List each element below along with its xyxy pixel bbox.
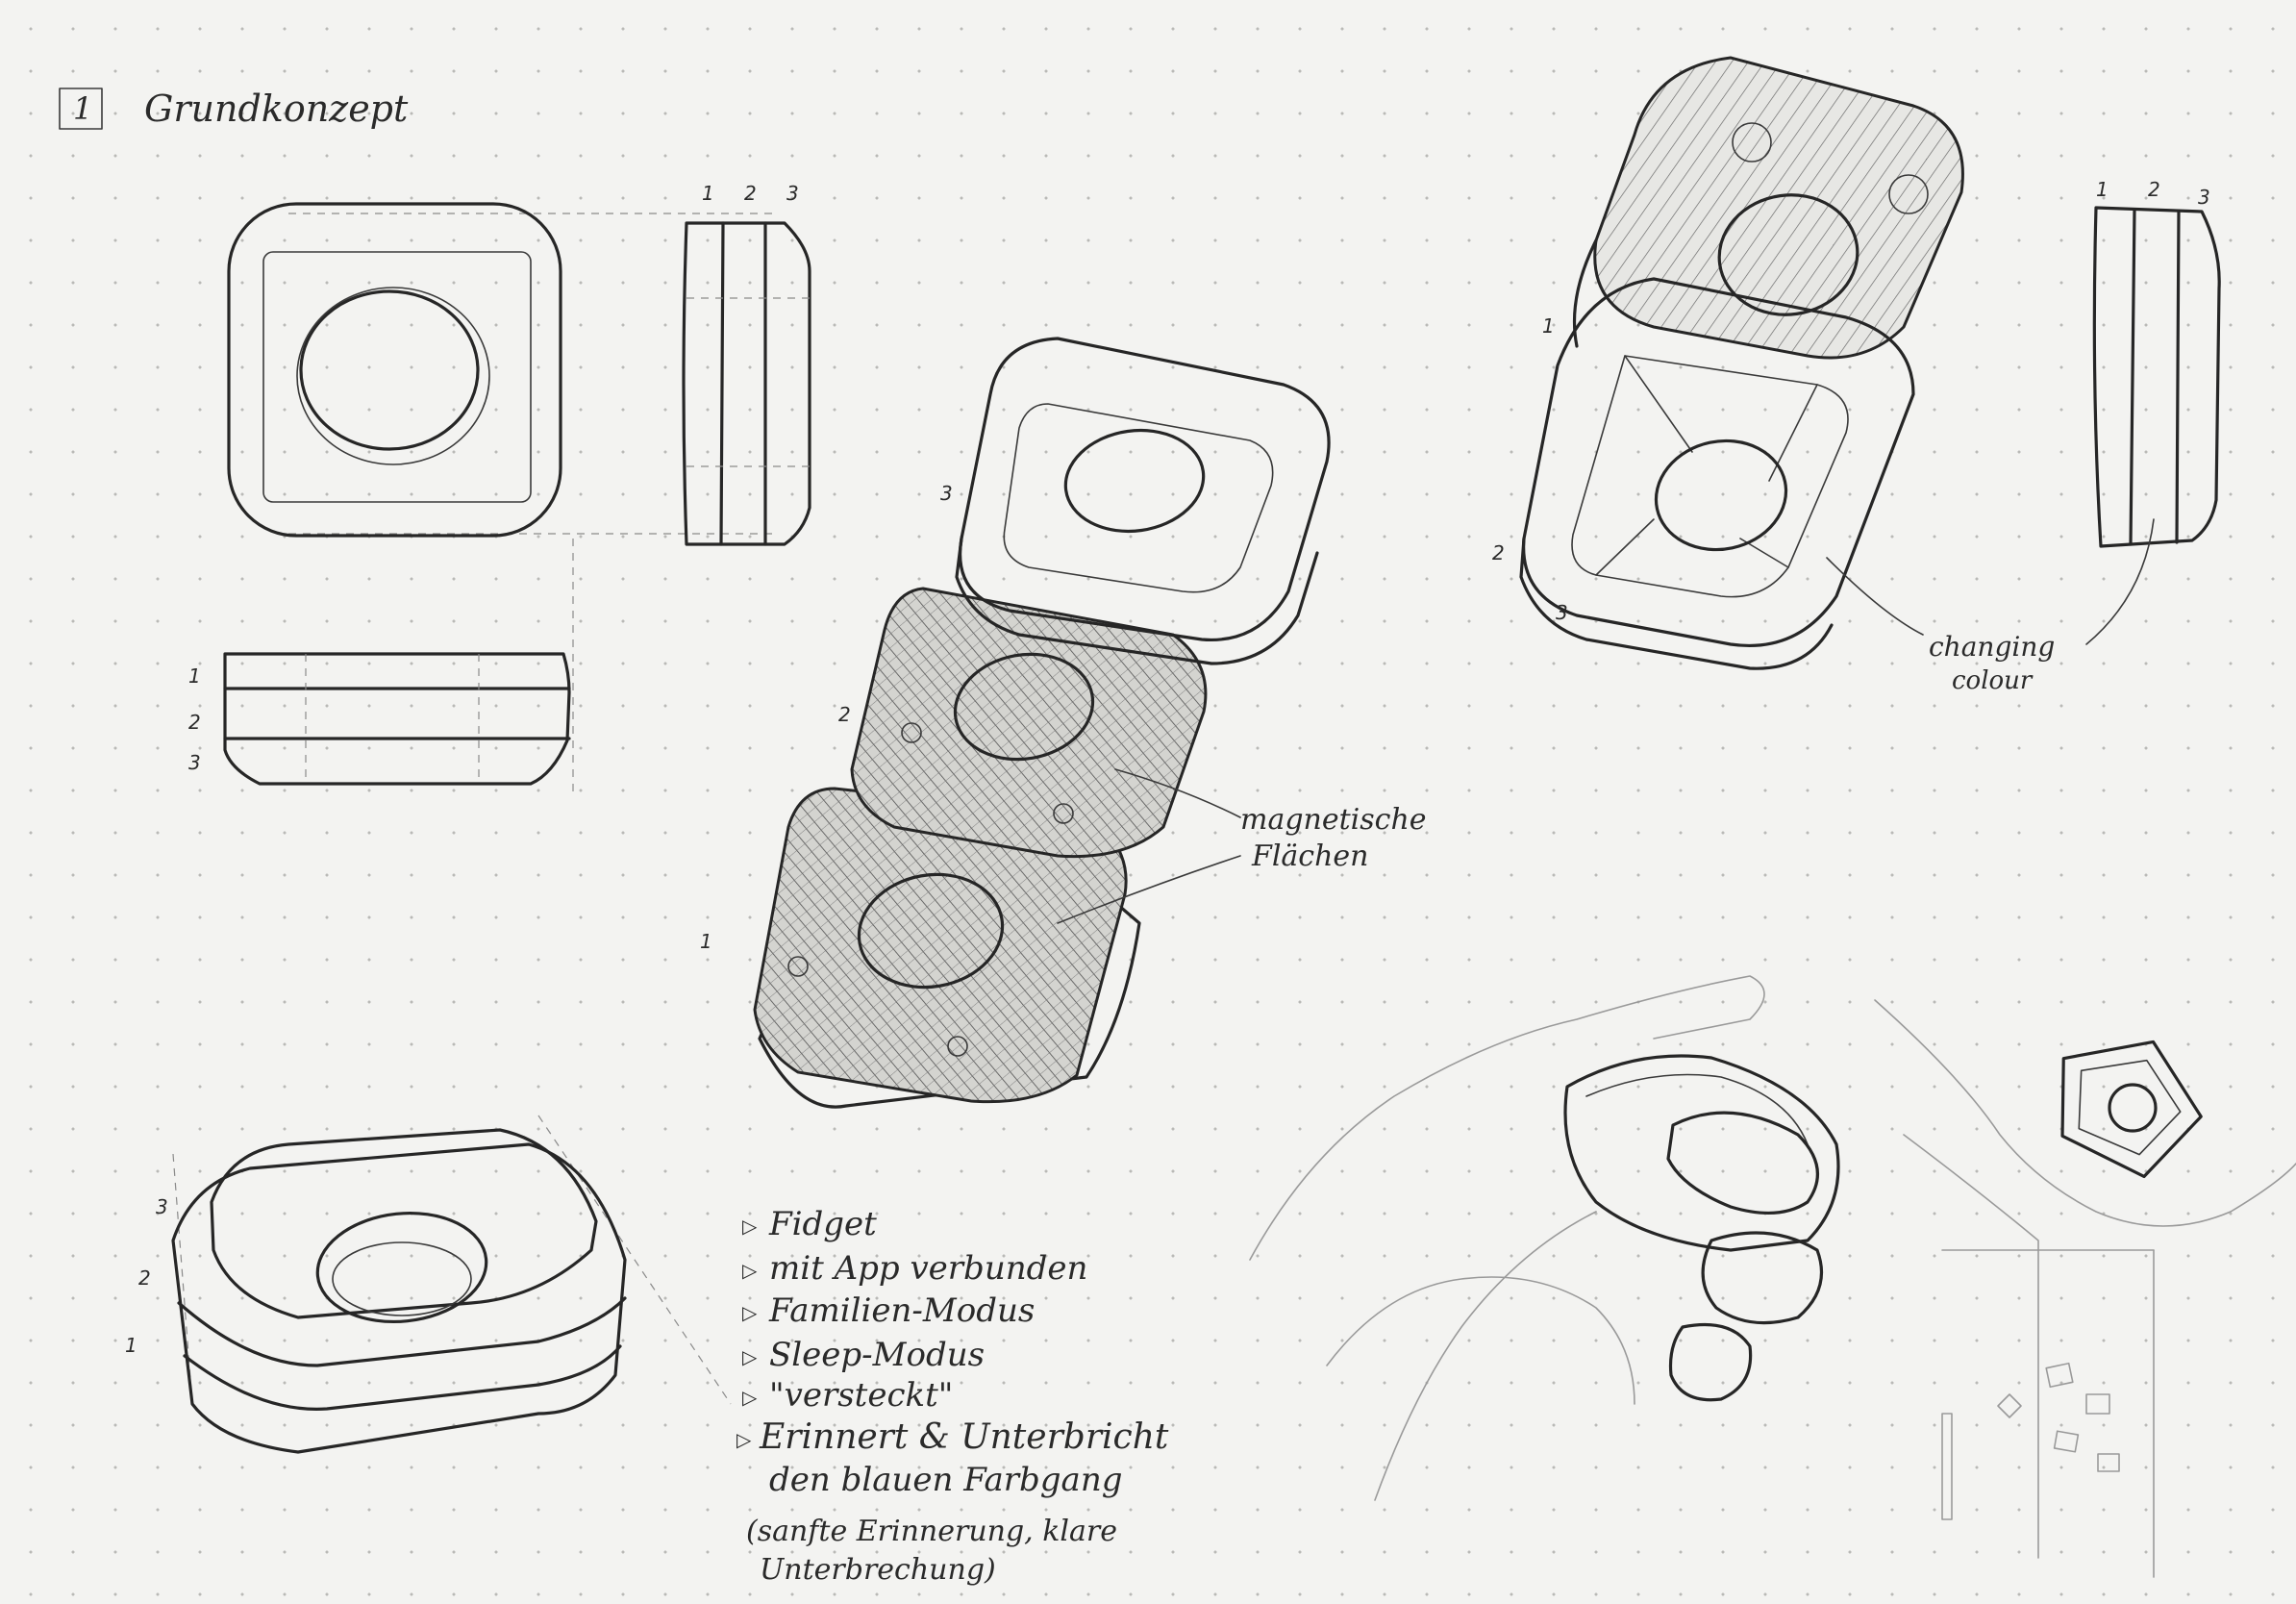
exploded-label-3: 3: [940, 482, 953, 505]
note-item-6-continuation: den blauen Farbgang: [769, 1461, 1123, 1499]
colour-view-label-1: 1: [1542, 314, 1555, 338]
magnetic-surfaces-label: magnetische: [1240, 803, 1427, 837]
note-bullet-1: ▷: [742, 1215, 758, 1238]
perspective-label-3: 3: [156, 1195, 168, 1218]
note-bullet-2: ▷: [742, 1259, 758, 1282]
note-bullet-6: ▷: [736, 1428, 752, 1451]
side-view-sketch: 1 2 3: [682, 182, 811, 546]
changing-colour-label-2: colour: [1952, 666, 2034, 695]
colour-side-label-3: 3: [2198, 186, 2210, 209]
changing-colour-annotation: changing colour: [1826, 518, 2155, 695]
front-view-sketch: 1 2 3: [188, 652, 571, 786]
colour-side-label-2: 2: [2148, 178, 2160, 201]
exploded-stack-sketch: 1 2 3 magnetische Flächen: [700, 337, 1427, 1109]
note-item-3: Familien-Modus: [768, 1291, 1035, 1330]
note-bullet-5: ▷: [742, 1386, 758, 1409]
exploded-layer-2: [850, 587, 1208, 859]
note-item-5: "versteckt": [769, 1376, 953, 1415]
colour-side-label-1: 1: [2096, 178, 2109, 201]
section-number-box: [59, 88, 103, 130]
section-number: 1: [73, 90, 92, 127]
top-view-sketch: [227, 202, 779, 798]
section-heading: 1 Grundkonzept: [59, 88, 409, 130]
scene-sketch: [1874, 999, 2296, 1578]
section-title: Grundkonzept: [144, 88, 409, 130]
changing-colour-label: changing: [1929, 631, 2055, 663]
side-view-label-1: 1: [702, 182, 714, 205]
side-view-label-3: 3: [786, 182, 799, 205]
note-item-6: Erinnert & Unterbricht: [759, 1417, 1169, 1457]
magnetic-surfaces-label-2: Flächen: [1251, 840, 1369, 873]
front-view-label-1: 1: [188, 664, 201, 688]
exploded-label-1: 1: [700, 930, 712, 953]
note-item-2: mit App verbunden: [769, 1249, 1087, 1288]
note-aside-line-1: (sanfte Erinnerung, klare: [746, 1515, 1117, 1548]
exploded-layer-1: [753, 787, 1141, 1109]
colour-view-label-2: 2: [1492, 541, 1505, 564]
side-view-label-2: 2: [744, 182, 757, 205]
note-aside-line-2: Unterbrechung): [760, 1553, 996, 1587]
note-bullet-3: ▷: [742, 1301, 758, 1324]
exploded-layer-3: [955, 337, 1331, 665]
perspective-label-1: 1: [125, 1334, 137, 1357]
hand-holding-sketch: [1249, 975, 1840, 1501]
note-bullet-4: ▷: [742, 1345, 758, 1368]
colour-view-label-3: 3: [1556, 601, 1568, 624]
colour-side-view-sketch: 1 2 3: [2092, 178, 2221, 548]
colour-change-sketch: 1 2 3: [1492, 56, 1964, 670]
perspective-label-2: 2: [138, 1266, 151, 1290]
feature-notes: ▷ Fidget ▷ mit App verbunden ▷ Familien-…: [736, 1205, 1169, 1587]
front-view-label-2: 2: [188, 711, 201, 734]
front-view-label-3: 3: [188, 751, 201, 774]
note-item-4: Sleep-Modus: [769, 1336, 985, 1374]
perspective-product-sketch: 3 2 1: [125, 1115, 732, 1454]
exploded-label-2: 2: [838, 703, 851, 726]
note-item-1: Fidget: [768, 1205, 877, 1243]
